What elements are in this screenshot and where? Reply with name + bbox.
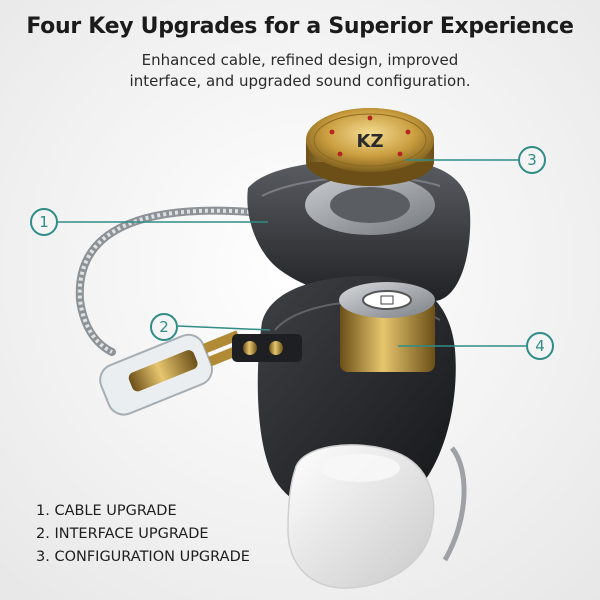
list-item: 2. INTERFACE UPGRADE (36, 526, 209, 542)
list-item: 3. CONFIGURATION UPGRADE (36, 549, 250, 565)
page-title: Four Key Upgrades for a Superior Experie… (26, 14, 574, 39)
list-item: 1. CABLE UPGRADE (36, 503, 177, 519)
callout-1: 1 (30, 208, 58, 236)
upgrade-list: 1. CABLE UPGRADE 2. INTERFACE UPGRADE 3.… (36, 500, 250, 569)
callout-2: 2 (150, 313, 178, 341)
brand-logo: KZ (357, 131, 384, 152)
callout-4: 4 (526, 332, 554, 360)
subtitle-line-2: interface, and upgraded sound configurat… (129, 72, 471, 90)
callout-3: 3 (518, 146, 546, 174)
page-subtitle: Enhanced cable, refined design, improved… (0, 50, 600, 92)
subtitle-line-1: Enhanced cable, refined design, improved (141, 51, 459, 69)
